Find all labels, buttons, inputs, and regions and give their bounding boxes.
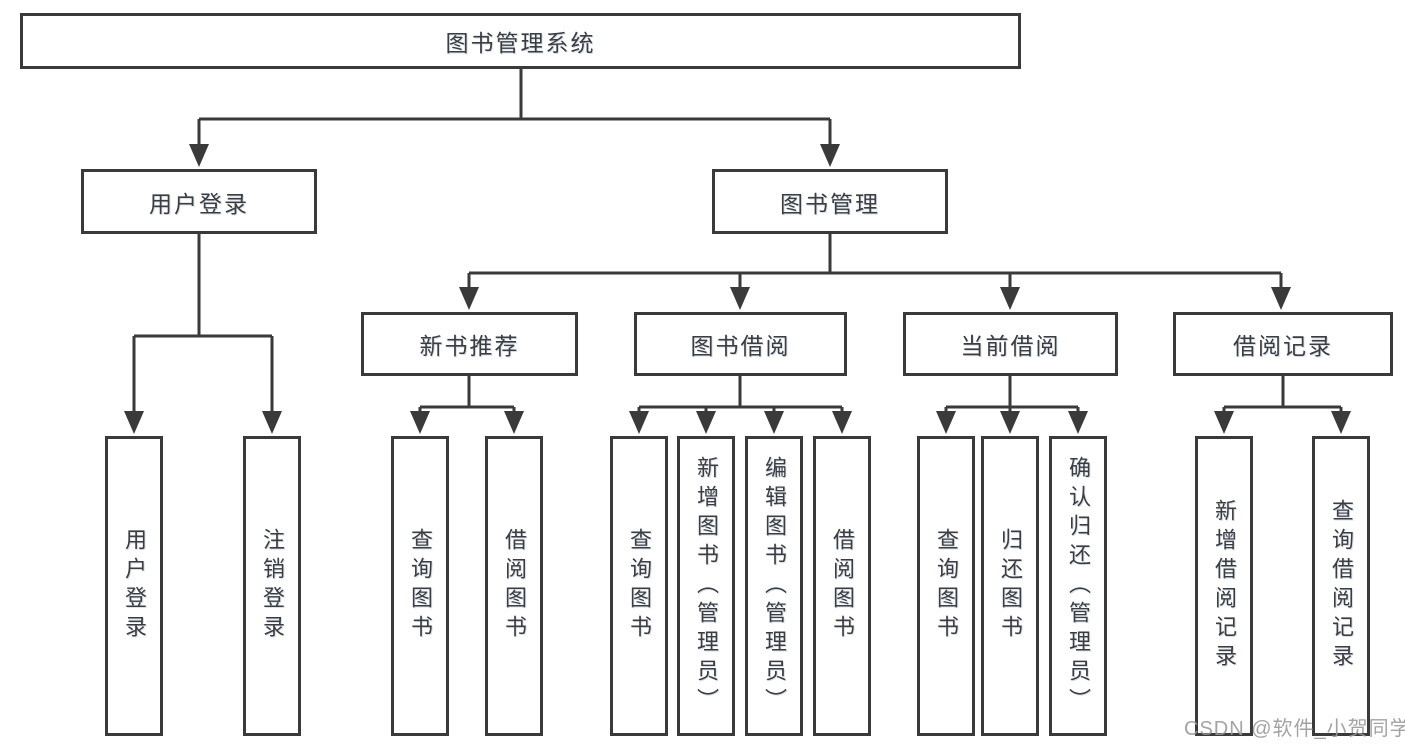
leaf-add-borrow-record: 新增借阅记录 [1195, 436, 1253, 736]
node-user-login-label: 用户登录 [149, 190, 249, 217]
node-book-borrow: 图书借阅 [634, 312, 847, 376]
node-root: 图书管理系统 [20, 13, 1021, 69]
leaf-user-login: 用户登录 [105, 436, 163, 736]
leaf-query-book-1-label: 查询图书 [408, 528, 433, 644]
node-root-label: 图书管理系统 [445, 30, 596, 56]
leaf-query-borrow-record: 查询借阅记录 [1312, 436, 1370, 736]
leaf-edit-book-admin: 编辑图书（管理员） [745, 436, 803, 736]
node-borrow-records: 借阅记录 [1173, 312, 1393, 376]
leaf-borrow-book-1-label: 借阅图书 [502, 528, 527, 644]
leaf-confirm-return-admin-label: 确认归还（管理员） [1066, 455, 1091, 717]
node-book-borrow-label: 图书借阅 [690, 333, 791, 359]
leaf-borrow-book-2-label: 借阅图书 [830, 528, 855, 644]
leaf-borrow-book-2: 借阅图书 [813, 436, 871, 736]
leaf-query-book-3: 查询图书 [917, 436, 975, 736]
leaf-borrow-book-1: 借阅图书 [485, 436, 543, 736]
leaf-add-borrow-record-label: 新增借阅记录 [1212, 499, 1237, 673]
leaf-confirm-return-admin: 确认归还（管理员） [1049, 436, 1107, 736]
leaf-query-book-3-label: 查询图书 [934, 528, 959, 644]
node-new-book-recommend-label: 新书推荐 [419, 333, 520, 359]
node-book-management: 图书管理 [712, 169, 948, 234]
node-borrow-records-label: 借阅记录 [1233, 333, 1333, 359]
leaf-query-book-2-label: 查询图书 [627, 528, 652, 644]
node-current-borrow: 当前借阅 [903, 312, 1118, 376]
leaf-add-book-admin-label: 新增图书（管理员） [694, 455, 719, 717]
node-user-login: 用户登录 [81, 169, 317, 234]
leaf-query-book-2: 查询图书 [610, 436, 668, 736]
node-new-book-recommend: 新书推荐 [361, 312, 578, 376]
leaf-query-book-1: 查询图书 [391, 436, 449, 736]
leaf-query-borrow-record-label: 查询借阅记录 [1329, 499, 1354, 673]
leaf-user-login-label: 用户登录 [122, 528, 147, 644]
watermark: CSDN @软件_小贺同学 [1184, 718, 1405, 740]
node-current-borrow-label: 当前借阅 [960, 333, 1061, 359]
node-book-management-label: 图书管理 [780, 190, 880, 217]
leaf-edit-book-admin-label: 编辑图书（管理员） [762, 455, 787, 717]
leaf-add-book-admin: 新增图书（管理员） [677, 436, 735, 736]
arrow-heads [124, 144, 1351, 434]
leaf-return-book: 归还图书 [981, 436, 1039, 736]
leaf-return-book-label: 归还图书 [998, 528, 1023, 644]
leaf-logout-label: 注销登录 [260, 528, 285, 644]
leaf-logout: 注销登录 [243, 436, 301, 736]
